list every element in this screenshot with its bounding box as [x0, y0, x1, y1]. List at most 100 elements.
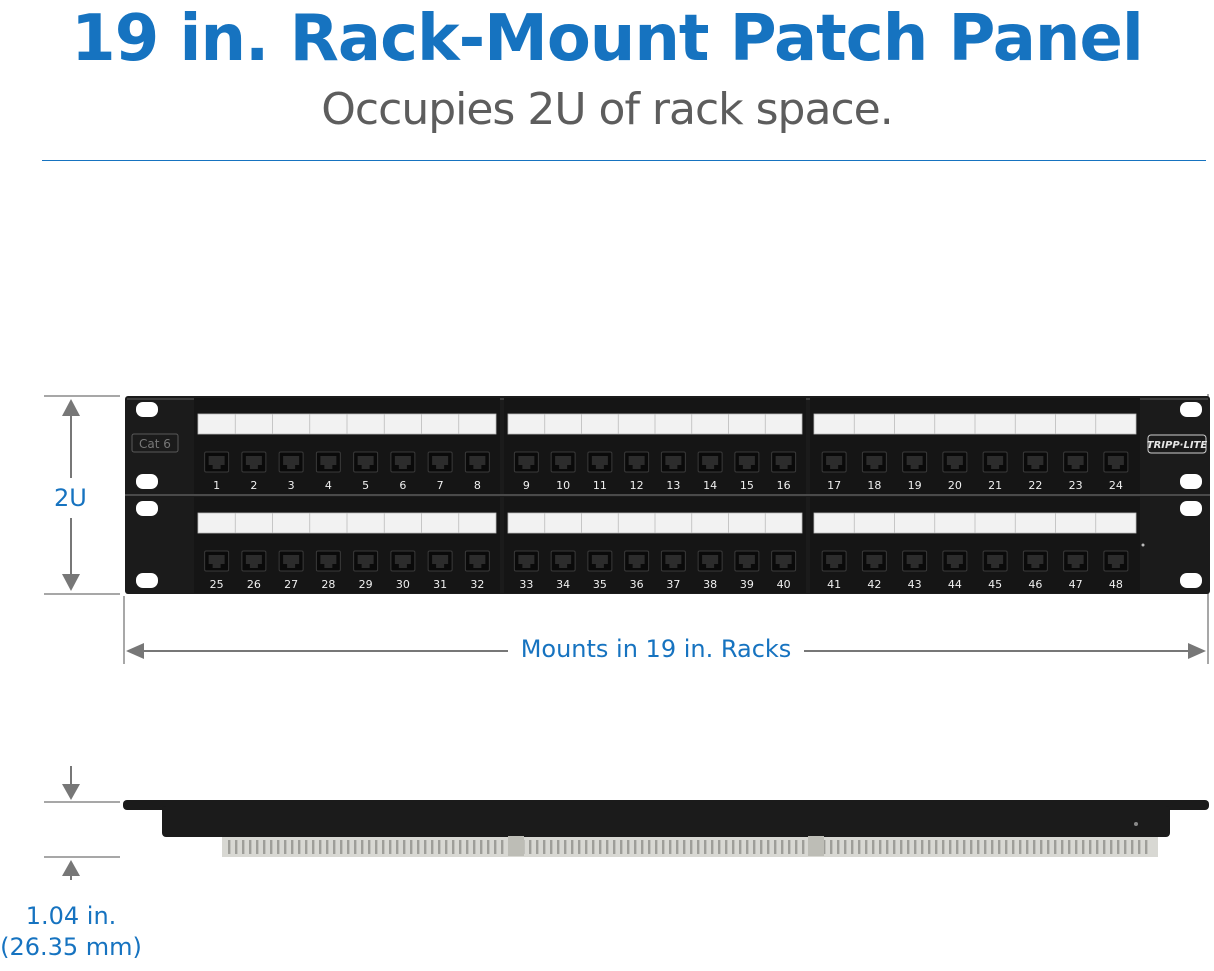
rj45-port[interactable]: 18: [861, 451, 887, 492]
rj45-port[interactable]: 43: [902, 550, 928, 591]
port-number: 44: [948, 578, 962, 591]
rj45-port[interactable]: 19: [902, 451, 928, 492]
port-number: 2: [250, 479, 257, 492]
rj45-port[interactable]: 28: [315, 550, 341, 591]
rj45-port[interactable]: 11: [587, 451, 613, 492]
punch-down-blocks: [228, 840, 1148, 854]
rj45-port[interactable]: 3: [278, 451, 304, 492]
port-number: 8: [474, 479, 481, 492]
rj45-port[interactable]: 20: [942, 451, 968, 492]
port-number: 16: [777, 479, 791, 492]
rj45-port[interactable]: 29: [353, 550, 379, 591]
port-number: 23: [1069, 479, 1083, 492]
rj45-port[interactable]: 45: [982, 550, 1008, 591]
rj45-port[interactable]: 31: [427, 550, 453, 591]
port-number: 13: [666, 479, 680, 492]
width-dimension: [123, 394, 1209, 664]
rj45-port[interactable]: 35: [587, 550, 613, 591]
port-number: 19: [908, 479, 922, 492]
rj45-port[interactable]: 47: [1063, 550, 1089, 591]
rj45-port[interactable]: 14: [697, 451, 723, 492]
port-number: 21: [988, 479, 1002, 492]
port-number: 40: [777, 578, 791, 591]
rj45-port[interactable]: 37: [660, 550, 686, 591]
rj45-port[interactable]: 41: [821, 550, 847, 591]
port-block: 33 34 35 36 37 38 39 40: [504, 497, 806, 593]
port-block: 41 42 43 44 45 46 47 48: [810, 497, 1140, 593]
rj45-port[interactable]: 21: [982, 451, 1008, 492]
port-number: 34: [556, 578, 570, 591]
patch-panel-side-view: [44, 766, 1209, 880]
arrow-left-icon: [126, 643, 144, 659]
arrow-up-icon: [62, 860, 80, 876]
rj45-port[interactable]: 9: [513, 451, 539, 492]
rj45-port[interactable]: 24: [1103, 451, 1129, 492]
rj45-port[interactable]: 1: [204, 451, 230, 492]
rj45-port[interactable]: 10: [550, 451, 576, 492]
rj45-port[interactable]: 6: [390, 451, 416, 492]
rj45-port[interactable]: 38: [697, 550, 723, 591]
rj45-port[interactable]: 32: [464, 550, 490, 591]
rj45-port[interactable]: 23: [1063, 451, 1089, 492]
port-number: 48: [1109, 578, 1123, 591]
port-number: 5: [362, 479, 369, 492]
rj45-port[interactable]: 22: [1022, 451, 1048, 492]
port-number: 17: [827, 479, 841, 492]
rj45-port[interactable]: 39: [734, 550, 760, 591]
rj45-port[interactable]: 33: [513, 550, 539, 591]
port-number: 45: [988, 578, 1002, 591]
port-number: 36: [630, 578, 644, 591]
port-number: 28: [321, 578, 335, 591]
rj45-port[interactable]: 44: [942, 550, 968, 591]
rj45-port[interactable]: 5: [353, 451, 379, 492]
mounting-hole: [136, 474, 158, 489]
port-number: 32: [470, 578, 484, 591]
rj45-port[interactable]: 13: [660, 451, 686, 492]
mounting-hole: [1180, 474, 1202, 489]
port-number: 22: [1028, 479, 1042, 492]
rj45-port[interactable]: 16: [771, 451, 797, 492]
rj45-port[interactable]: 4: [315, 451, 341, 492]
port-number: 37: [666, 578, 680, 591]
title-divider: [42, 160, 1206, 161]
mounting-hole: [1180, 501, 1202, 516]
port-number: 4: [325, 479, 332, 492]
rj45-port[interactable]: 15: [734, 451, 760, 492]
mounting-hole: [136, 501, 158, 516]
port-number: 15: [740, 479, 754, 492]
rj45-port[interactable]: 26: [241, 550, 267, 591]
rj45-port[interactable]: 17: [821, 451, 847, 492]
side-view-body: [123, 800, 1209, 857]
port-number: 11: [593, 479, 607, 492]
port-number: 1: [213, 479, 220, 492]
indicator-dot: [1141, 543, 1145, 547]
rj45-port[interactable]: 25: [204, 550, 230, 591]
rj45-port[interactable]: 8: [464, 451, 490, 492]
rj45-port[interactable]: 27: [278, 550, 304, 591]
rj45-port[interactable]: 30: [390, 550, 416, 591]
rj45-port[interactable]: 12: [624, 451, 650, 492]
page-title: 19 in. Rack-Mount Patch Panel: [71, 2, 1144, 76]
rj45-port[interactable]: 7: [427, 451, 453, 492]
mounting-holes: [136, 402, 1202, 588]
port-number: 27: [284, 578, 298, 591]
port-number: 7: [437, 479, 444, 492]
rj45-port[interactable]: 36: [624, 550, 650, 591]
depth-label-line1: 1.04 in.: [25, 902, 117, 930]
category-label-text: Cat 6: [139, 437, 171, 451]
rj45-port[interactable]: 34: [550, 550, 576, 591]
port-number: 29: [359, 578, 373, 591]
rj45-port[interactable]: 48: [1103, 550, 1129, 591]
port-number: 35: [593, 578, 607, 591]
rj45-port[interactable]: 2: [241, 451, 267, 492]
port-number: 20: [948, 479, 962, 492]
rj45-port[interactable]: 42: [861, 550, 887, 591]
height-label: 2U: [54, 484, 87, 512]
rj45-port[interactable]: 40: [771, 550, 797, 591]
rj45-port[interactable]: 46: [1022, 550, 1048, 591]
arrow-down-icon: [62, 784, 80, 800]
port-block: 25 26 27 28 29 30 31 32: [194, 497, 500, 593]
port-number: 9: [523, 479, 530, 492]
